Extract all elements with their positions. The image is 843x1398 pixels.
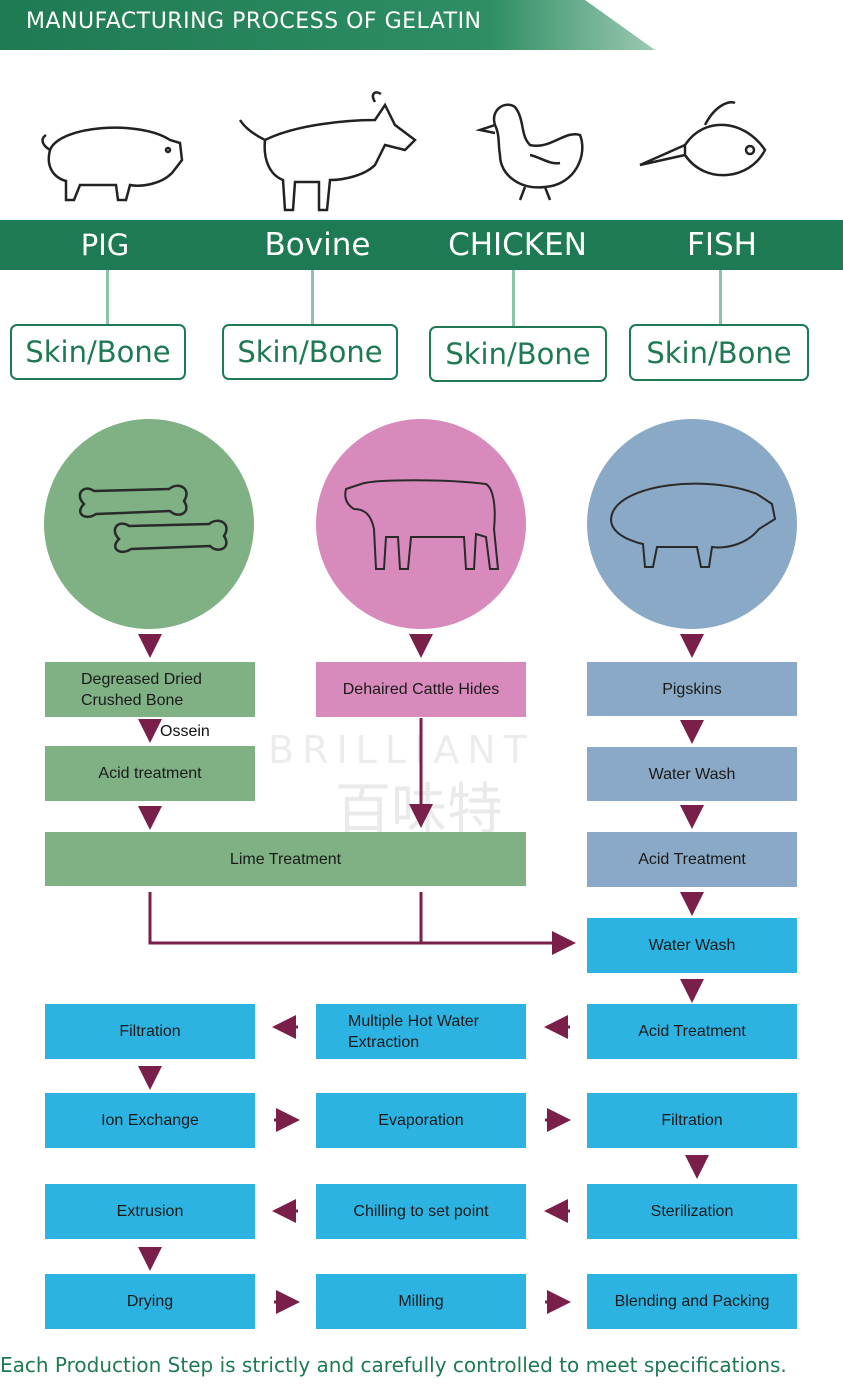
step-water-wash-1: Water Wash (587, 747, 797, 801)
step-evaporation: Evaporation (316, 1093, 526, 1148)
bones-icon (78, 484, 228, 554)
hides-source-circle (316, 419, 526, 629)
step-filtration-2: Filtration (587, 1093, 797, 1148)
connector-line (719, 270, 722, 325)
step-acid-treatment-2: Acid Treatment (587, 1004, 797, 1059)
pig-icon (41, 126, 184, 202)
step-filtration-1: Filtration (45, 1004, 255, 1059)
animal-label-pig: PIG (80, 228, 130, 262)
skin-bone-box-fish: Skin/Bone (629, 324, 809, 381)
animal-label-bar: PIG Bovine CHICKEN FISH (0, 220, 843, 270)
fish-icon (639, 101, 767, 177)
pigskin-source-circle (587, 419, 797, 629)
step-lime-treatment: Lime Treatment (45, 832, 526, 886)
footer-note: Each Production Step is strictly and car… (0, 1353, 787, 1377)
step-chilling: Chilling to set point (316, 1184, 526, 1239)
step-ion-exchange: Ion Exchange (45, 1093, 255, 1148)
step-acid-treatment-bone: Acid treatment (45, 746, 255, 801)
bovine-icon (238, 91, 417, 212)
step-hot-water-extraction: Multiple Hot Water Extraction (316, 1004, 526, 1059)
ossein-label: Ossein (160, 723, 210, 740)
header-banner (0, 0, 655, 50)
skin-bone-box-bovine: Skin/Bone (222, 324, 398, 380)
connector-line (106, 270, 109, 324)
connector-line (512, 270, 515, 327)
animal-label-chicken: CHICKEN (448, 227, 587, 263)
step-acid-treatment-pig: Acid Treatment (587, 832, 797, 887)
step-degreased-bone: Degreased Dried Crushed Bone (45, 662, 255, 717)
watermark-text: BRILLIANT (268, 728, 535, 772)
cow-icon (344, 479, 500, 570)
step-pigskins: Pigskins (587, 662, 797, 716)
animal-label-fish: FISH (687, 227, 757, 263)
chicken-icon (475, 103, 584, 201)
step-extrusion: Extrusion (45, 1184, 255, 1239)
step-drying: Drying (45, 1274, 255, 1329)
animal-label-bovine: Bovine (264, 227, 371, 263)
step-blending-packing: Blending and Packing (587, 1274, 797, 1329)
step-sterilization: Sterilization (587, 1184, 797, 1239)
step-milling: Milling (316, 1274, 526, 1329)
skin-bone-box-pig: Skin/Bone (10, 324, 186, 380)
page-title: MANUFACTURING PROCESS OF GELATIN (26, 9, 482, 34)
bone-source-circle (44, 419, 254, 629)
skin-bone-box-chicken: Skin/Bone (429, 326, 607, 382)
connector-line (311, 270, 314, 324)
step-water-wash-2: Water Wash (587, 918, 797, 973)
pig-icon (610, 482, 777, 568)
step-dehaired-hides: Dehaired Cattle Hides (316, 662, 526, 717)
